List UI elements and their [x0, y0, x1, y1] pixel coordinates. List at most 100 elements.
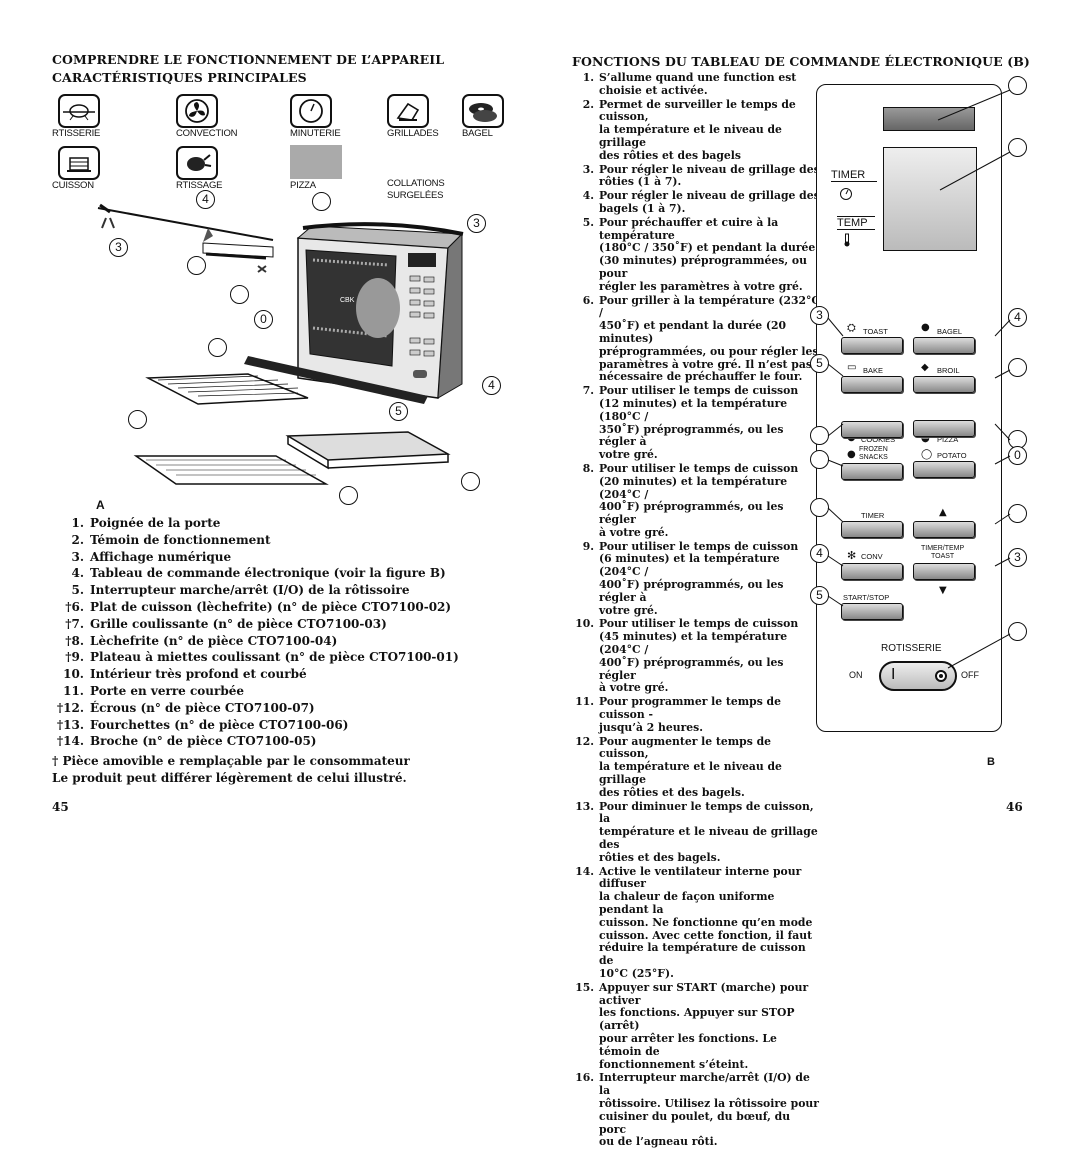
thermometer-icon [844, 233, 850, 247]
list-item: 12.Pour augmenter le temps de cuisson, l… [575, 734, 782, 799]
icon-label: RTISSERIE [52, 128, 101, 139]
list-item: 4.Pour régler le niveau de grillage des … [582, 189, 820, 215]
fan-icon [176, 94, 218, 128]
potato-icon: ◯ [921, 449, 933, 460]
callout-14: 4 [196, 190, 215, 209]
icon-label: PIZZA [290, 180, 316, 191]
list-item: 5.Pour préchauffer et cuire à la tempéra… [582, 215, 816, 293]
section-subheading: CARACTÉRISTIQUES PRINCIPALES [52, 70, 307, 85]
list-item: 1.S’allume quand une function est choisi… [582, 71, 797, 97]
bagel-label: BAGEL [937, 327, 963, 336]
rotisserie-icon [58, 94, 100, 128]
icon-label: CUISSON [52, 180, 94, 191]
temp-label: TEMP [837, 216, 875, 230]
list-item: †8.Lèchefrite (n° de pièce CTO7100-04) [65, 633, 338, 648]
callout-1 [1008, 76, 1027, 95]
start-stop-button[interactable] [841, 603, 903, 620]
oven-logo: CBK [340, 297, 355, 304]
icon-label: BAGEL [462, 128, 493, 139]
oven-body: CBK [244, 222, 464, 404]
callout-1 [312, 192, 331, 211]
potato-button[interactable] [913, 461, 975, 478]
bagel-button[interactable] [913, 337, 975, 354]
timer-temp-toast-button[interactable] [913, 563, 975, 580]
callout-14: 4 [810, 544, 829, 563]
broil-button[interactable] [913, 376, 975, 393]
bake-button[interactable] [841, 376, 903, 393]
frozen-icon: ● [847, 449, 856, 460]
rotisserie-label: ROTISSERIE [881, 643, 942, 654]
list-item: 2.Permet de surveiller le temps de cuiss… [582, 97, 796, 162]
callout-16 [1008, 622, 1027, 641]
rotisserie-spit [97, 203, 274, 242]
wire-rack [145, 373, 309, 405]
icon-label: CONVECTION [176, 128, 238, 139]
frozen-icon-label: COLLATIONS SURGELÉES [387, 178, 445, 201]
figure-label-a: A [96, 498, 105, 512]
callout-9 [810, 450, 829, 469]
list-item: 2.Témoin de fonctionnement [71, 532, 271, 547]
pizza-button[interactable] [913, 420, 975, 437]
clock-icon [840, 188, 852, 200]
convection-button[interactable] [841, 563, 903, 580]
timer-btn-label: TIMER [861, 511, 885, 520]
callout-2 [1008, 138, 1027, 157]
cookies-button[interactable] [841, 421, 903, 438]
callout-12 [1008, 504, 1027, 523]
callout-4: 4 [1008, 308, 1027, 327]
page-number: 46 [1006, 800, 1023, 814]
switch-off-mark [935, 670, 947, 682]
list-item: 16.Interrupteur marche/arrêt (I/O) de la… [575, 1071, 819, 1149]
pizza-icon: ◒ [921, 433, 930, 444]
list-item: †13.Fourchettes (n° de pièce CTO7100-06) [56, 717, 349, 732]
timer-button[interactable] [841, 521, 903, 538]
increase-button[interactable] [913, 521, 975, 538]
arrow-up-icon: ▲ [939, 507, 947, 518]
broil-pan [285, 431, 451, 470]
control-panel: TIMER TEMP ⛭ TOAST ● BAGEL ▭ BAKE ◆ BROI… [816, 84, 1002, 732]
section-heading: FONCTIONS DU TABLEAU DE COMMANDE ÉLECTRO… [572, 54, 1030, 69]
switch-on-mark: I [891, 666, 896, 683]
list-item: 5.Interrupteur marche/arrêt (I/O) de la … [71, 583, 410, 598]
frozen-snacks-button[interactable] [841, 463, 903, 480]
list-item: †12.Écrous (n° de pièce CTO7100-07) [56, 700, 315, 715]
callout-10: 0 [1008, 446, 1027, 465]
off-label: OFF [961, 670, 979, 680]
list-item: 11.Porte en verre courbée [63, 683, 245, 698]
callout-10 [230, 285, 249, 304]
list-item: †14.Broche (n° de pièce CTO7100-05) [56, 734, 317, 749]
toast-button[interactable] [841, 337, 903, 354]
list-item: †9.Plateau à miettes coulissant (n° de p… [65, 650, 459, 665]
cake-icon [58, 146, 100, 180]
arrow-down-icon: ▼ [939, 585, 947, 596]
callout-6 [1008, 358, 1027, 377]
pizza-icon [290, 145, 342, 179]
page-left: COMPRENDRE LE FONCTIONNEMENT DE L’APPARE… [0, 0, 540, 846]
list-item: 8.Pour utiliser le temps de cuisson (20 … [582, 461, 799, 539]
figure-label-b: B [987, 756, 996, 768]
parts-list: 1.Poignée de la porte 2.Témoin de foncti… [50, 516, 459, 751]
callout-13: 3 [1008, 548, 1027, 567]
list-item: 3.Pour régler le niveau de grillage des … [582, 162, 820, 189]
footnote-disclaimer: Le produit peut différer légèrement de c… [52, 771, 407, 785]
callout-5: 5 [810, 354, 829, 373]
broil-icon: ◆ [921, 362, 929, 373]
callout-3: 3 [810, 306, 829, 325]
bagel-icon [462, 94, 504, 128]
icon-label: GRILLADES [387, 128, 439, 139]
page-number: 45 [52, 800, 69, 814]
callout-5: 5 [389, 402, 408, 421]
callout-11 [810, 498, 829, 517]
cookies-label: COOKIES [861, 435, 896, 444]
digital-display [883, 147, 977, 251]
list-item: 3.Affichage numérique [71, 549, 232, 564]
callout-13: 3 [109, 238, 128, 257]
callout-3: 3 [467, 214, 486, 233]
on-label: ON [849, 670, 863, 680]
callout-6 [461, 472, 480, 491]
rotisserie-switch[interactable]: I [879, 661, 957, 691]
pizza-label: PIZZA [937, 435, 959, 444]
list-item: 1.Poignée de la porte [71, 516, 221, 530]
toast-label: TOAST [863, 327, 888, 336]
list-item: 4.Tableau de commande électronique (voir… [71, 566, 446, 581]
